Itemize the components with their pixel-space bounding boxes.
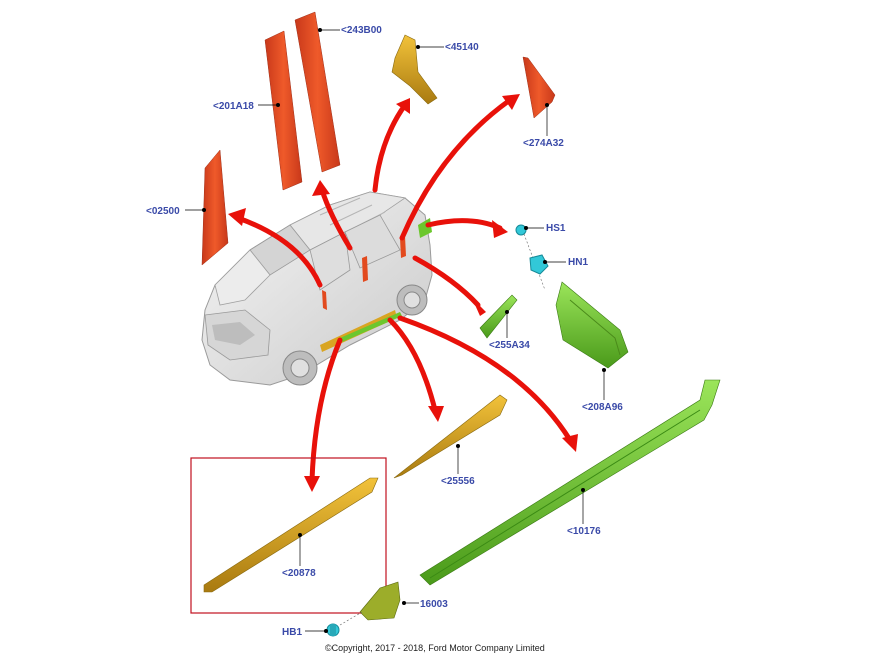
- part-HB1-clip: [326, 623, 340, 637]
- part-02500: [201, 149, 229, 266]
- leader-lines: [185, 28, 606, 633]
- part-274A32: [522, 56, 556, 119]
- vehicle-illustration: [201, 191, 433, 386]
- part-255A34: [479, 294, 518, 339]
- callout-10176[interactable]: <10176: [567, 526, 601, 537]
- part-20878: [190, 457, 387, 614]
- part-25556: [393, 394, 508, 479]
- callout-20878[interactable]: <20878: [282, 568, 316, 579]
- callout-25556[interactable]: <25556: [441, 476, 475, 487]
- explode-arrows: [228, 94, 578, 492]
- part-HN1-nut: [529, 254, 549, 275]
- part-16003: [339, 581, 401, 626]
- callout-02500[interactable]: <02500: [146, 206, 180, 217]
- copyright-notice: ©Copyright, 2017 - 2018, Ford Motor Comp…: [325, 643, 545, 653]
- part-201A18: [264, 30, 303, 191]
- part-45140: [391, 34, 438, 105]
- part-10176: [419, 379, 721, 586]
- callout-HB1[interactable]: HB1: [282, 627, 302, 638]
- callout-45140[interactable]: <45140: [445, 42, 479, 53]
- callout-274A32[interactable]: <274A32: [523, 138, 564, 149]
- callout-201A18[interactable]: <201A18: [213, 101, 254, 112]
- callout-243B00[interactable]: <243B00: [341, 25, 382, 36]
- part-208A96: [555, 281, 629, 369]
- part-243B00: [294, 11, 341, 173]
- callout-16003[interactable]: 16003: [420, 599, 448, 610]
- callout-labels: <243B00 <45140 <201A18 <274A32 <02500 HS…: [146, 25, 623, 638]
- callout-255A34[interactable]: <255A34: [489, 340, 530, 351]
- callout-HN1[interactable]: HN1: [568, 257, 588, 268]
- callout-HS1[interactable]: HS1: [546, 223, 566, 234]
- callout-208A96[interactable]: <208A96: [582, 402, 623, 413]
